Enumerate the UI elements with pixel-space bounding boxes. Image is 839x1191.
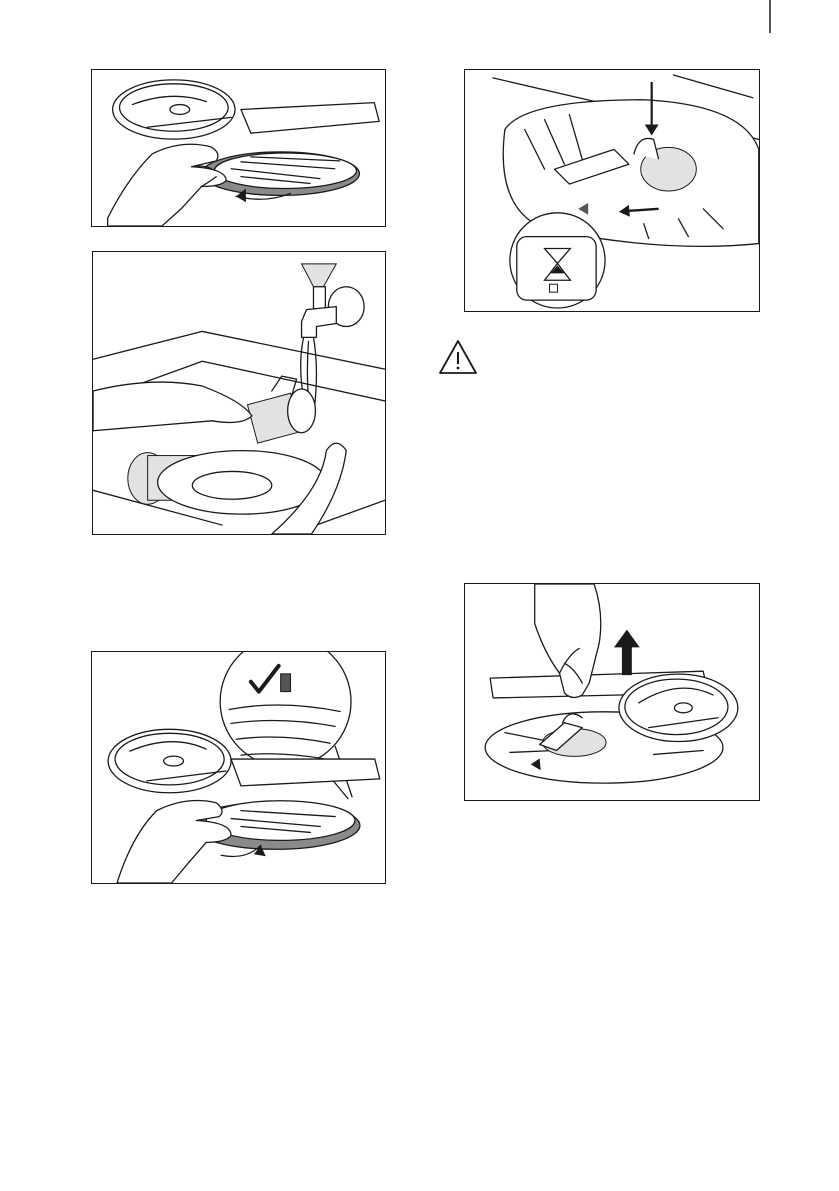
illustration-check-filter-position: [91, 651, 386, 884]
illustration-lock-filter: [464, 69, 760, 312]
illustration-rinse-filters: [92, 251, 386, 535]
arrow-left-icon: [465, 70, 759, 311]
page-header-rule: [0, 0, 839, 40]
illustration-install-flat-filter: [91, 69, 386, 227]
warning-triangle-icon: [438, 339, 478, 375]
illustration-lift-filter: [464, 583, 760, 801]
tap-rinse-filter-icon: [93, 252, 385, 534]
hand-turning-flat-filter-icon: [92, 70, 385, 226]
arrow-up-icon: [465, 584, 759, 800]
check-mark-icon: [92, 652, 385, 883]
